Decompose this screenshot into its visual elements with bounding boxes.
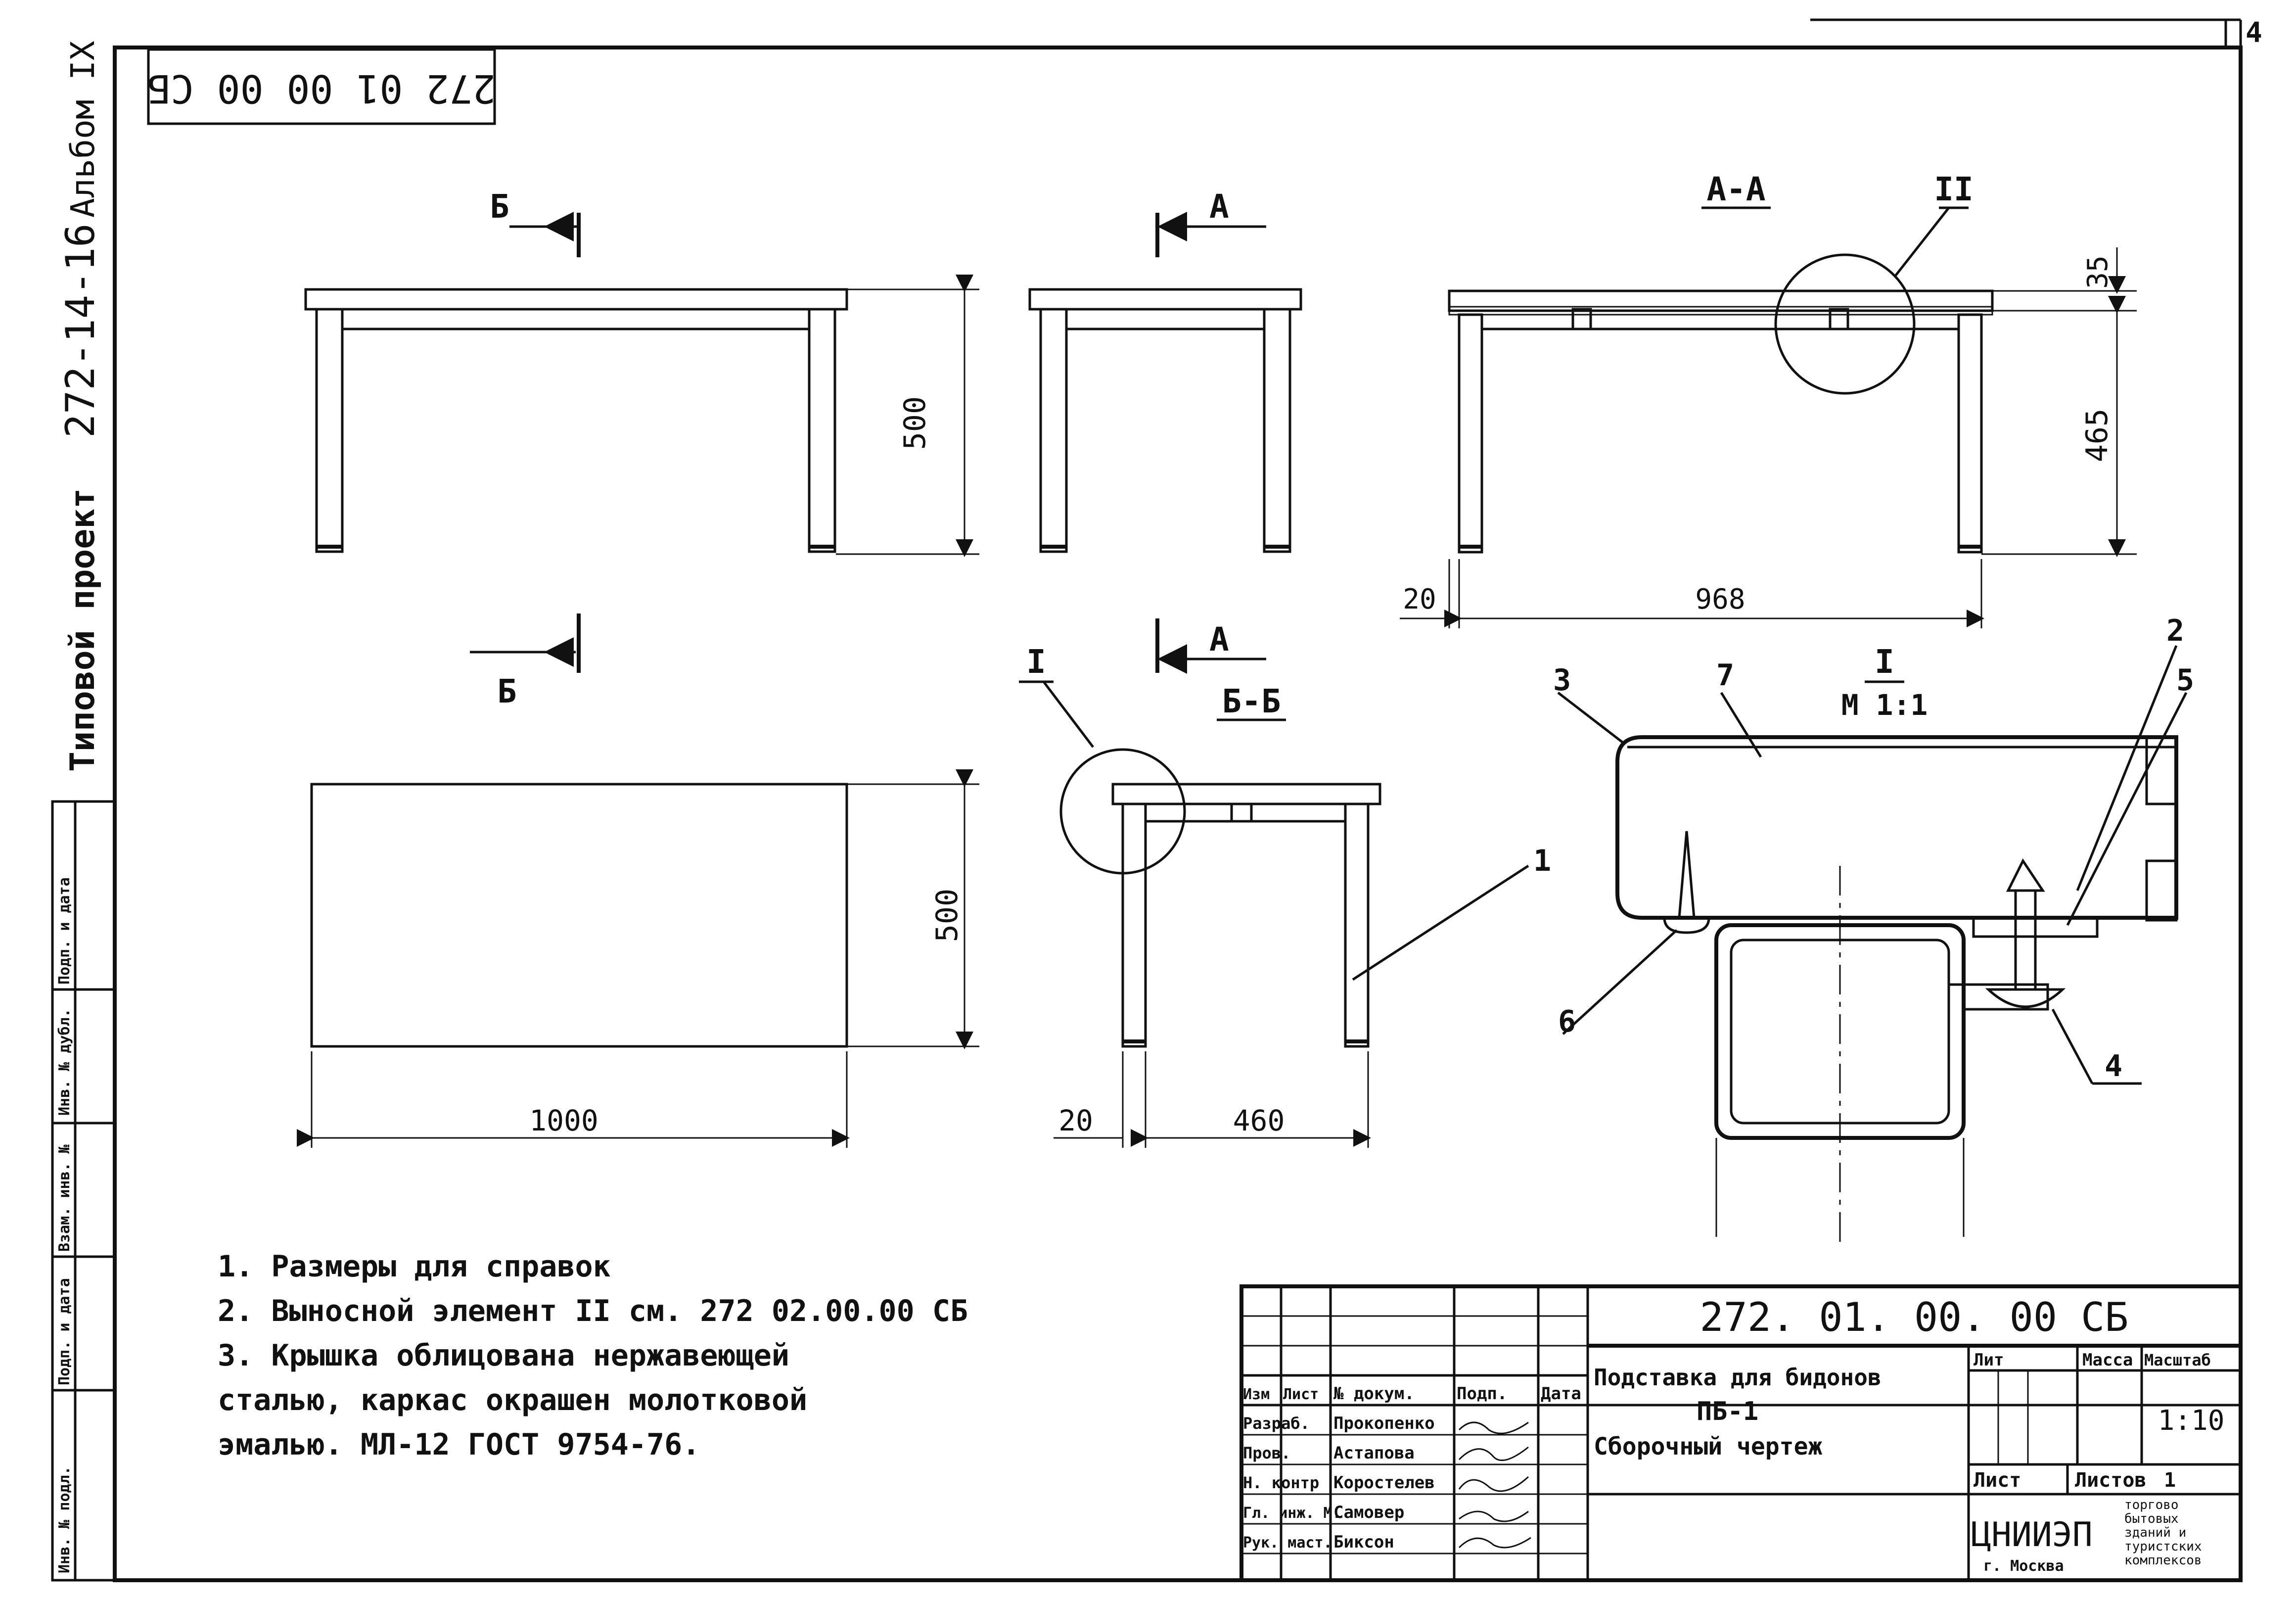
tb-name: Прокопенко (1333, 1413, 1435, 1433)
margin-titles: Типовой проект 272-14-16 Альбом IX (57, 41, 103, 772)
callout-3: 3 (1553, 663, 1571, 698)
dim-top-thickness: 35 (2082, 255, 2114, 288)
tb-name-line3: Сборочный чертеж (1594, 1433, 1822, 1460)
tb-org-desc: комплексов (2124, 1553, 2202, 1568)
tb-org-desc: торгово (2124, 1498, 2179, 1512)
tb-col-header: Изм (1243, 1386, 1270, 1403)
sheet-number: 4 (2246, 17, 2262, 49)
note-line: 3. Крышка облицована нержавеющей (218, 1338, 789, 1373)
side-stamp-cell: Подп. и дата (56, 877, 73, 985)
tb-scale-label: Масштаб (2144, 1351, 2211, 1369)
tb-org-name: ЦНИИЭП (1971, 1515, 2093, 1554)
front-view: Б 500 (304, 188, 979, 557)
tb-role: Пров. (1243, 1444, 1290, 1462)
dim-plan-height: 500 (930, 889, 964, 942)
tb-col-header: Дата (1541, 1384, 1581, 1404)
tb-org-desc: туристских (2124, 1539, 2202, 1554)
tb-role: Рук. маст. (1243, 1534, 1332, 1552)
tb-name: Биксон (1333, 1532, 1394, 1552)
callout-6: 6 (1558, 1004, 1576, 1039)
section-mark-b: Б (490, 188, 509, 226)
project-code: 272-14-16 (57, 224, 103, 438)
detail-i-label: I (1026, 643, 1046, 681)
tb-name: Самовер (1333, 1503, 1404, 1522)
side-view: А (1028, 188, 1302, 553)
side-stamp-cell: Взам. инв. № (56, 1144, 73, 1252)
signatures (1458, 1421, 1531, 1549)
dim-section-height: 465 (2080, 409, 2114, 462)
note-line: 2. Выносной элемент II см. 272 02.00.00 … (218, 1294, 968, 1328)
tb-scale-value: 1:10 (2158, 1405, 2225, 1437)
album-label: Альбом IX (64, 41, 102, 218)
tb-doc-code: 272. 01. 00. 00 СБ (1700, 1294, 2129, 1340)
dim-height: 500 (898, 396, 932, 450)
tb-mass-label: Масса (2082, 1350, 2133, 1370)
section-bb: А I Б-Б 1 20 460 (1019, 618, 1551, 1148)
tb-org-desc: бытовых (2124, 1511, 2179, 1526)
dim-side-width: 460 (1233, 1104, 1285, 1137)
tb-lit-label: Лит (1974, 1350, 2004, 1370)
tb-col-header: Лист (1283, 1386, 1319, 1403)
tb-name: Астапова (1333, 1443, 1415, 1463)
dim-plan-width: 1000 (529, 1104, 598, 1137)
tb-name: Коростелев (1333, 1473, 1435, 1493)
note-line: сталью, каркас окрашен молотковой (218, 1383, 807, 1417)
tb-sheets-value: 1 (2164, 1469, 2176, 1492)
tb-org-city: г. Москва (1983, 1557, 2064, 1575)
side-stamp-cell: Инв. № подл. (56, 1466, 73, 1573)
tb-role: Разраб. (1243, 1414, 1310, 1433)
dim-section-width: 968 (1695, 583, 1745, 615)
section-mark-b: Б (497, 672, 517, 710)
section-bb-title: Б-Б (1222, 682, 1281, 720)
notes: 1. Размеры для справок 2. Выносной элеме… (218, 1249, 968, 1462)
callout-4: 4 (2105, 1049, 2122, 1083)
project-type: Типовой проект (63, 488, 102, 772)
section-mark-a: А (1209, 620, 1229, 659)
tb-org-desc: зданий и (2124, 1525, 2186, 1540)
callout-5: 5 (2176, 663, 2194, 698)
tb-name-line1: Подставка для бидонов (1594, 1364, 1882, 1391)
tb-sheet-label: Лист (1974, 1469, 2021, 1492)
side-stamp: Подп. и дата Инв. № дубл. Взам. инв. № П… (51, 800, 116, 1582)
tb-role: Н. контр (1243, 1473, 1319, 1492)
section-mark-a: А (1209, 188, 1229, 226)
callout-1: 1 (1533, 844, 1551, 878)
title-block: Изм Лист № докум. Подп. Дата Разраб. Про… (1240, 1284, 2243, 1582)
dim-offset: 20 (1403, 583, 1436, 615)
tb-name-line2: ПБ-1 (1697, 1397, 1758, 1426)
detail-ii-label: II (1934, 170, 1973, 208)
tb-sheets-label: Листов (2075, 1469, 2147, 1492)
section-aa-title: А-А (1706, 170, 1765, 208)
corner-stamp: 272 01 00 00 СБ (147, 48, 496, 125)
note-line: 1. Размеры для справок (218, 1249, 611, 1284)
note-line: эмалью. МЛ-12 ГОСТ 9754-76. (218, 1427, 700, 1462)
callout-2: 2 (2166, 613, 2184, 648)
side-stamp-cell: Подп. и дата (56, 1278, 73, 1385)
detail-scale: М 1:1 (1841, 688, 1928, 722)
callout-7: 7 (1716, 658, 1734, 693)
detail-i-title: I (1875, 643, 1894, 681)
detail-i: I М 1:1 3 7 2 5 6 (1553, 613, 2194, 1247)
tb-col-header: № докум. (1333, 1384, 1415, 1404)
tb-col-header: Подп. (1457, 1384, 1507, 1404)
dim-side-offset: 20 (1058, 1104, 1093, 1137)
section-aa: А-А II 35 465 20 968 (1400, 170, 2137, 628)
corner-stamp-code: 272 01 00 00 СБ (147, 66, 496, 110)
side-stamp-cell: Инв. № дубл. (56, 1008, 73, 1116)
tb-role: Гл. инж. М. (1243, 1505, 1341, 1522)
plan-view: Б 500 1000 (297, 613, 979, 1148)
